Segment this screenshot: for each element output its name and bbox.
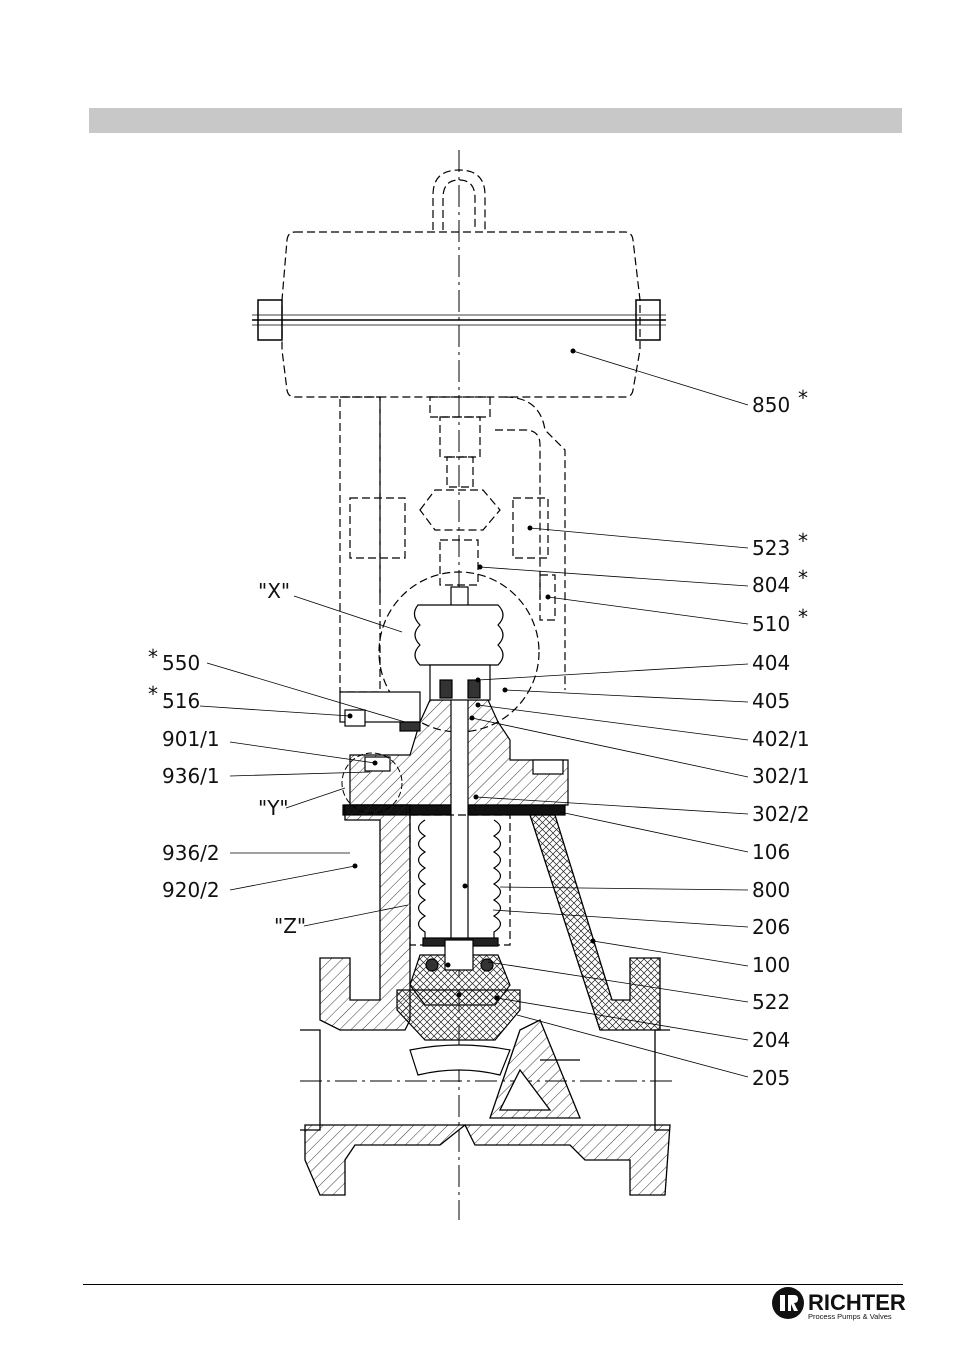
label-936-2: 936/2 [162, 841, 220, 865]
star-523: * [798, 529, 808, 553]
label-523: 523 [752, 536, 790, 560]
label-100: 100 [752, 953, 790, 977]
logo-tagline: Process Pumps & Valves [808, 1312, 892, 1321]
label-x: "X" [258, 579, 290, 603]
label-205: 205 [752, 1066, 790, 1090]
label-804: 804 [752, 573, 790, 597]
label-936-1: 936/1 [162, 764, 220, 788]
star-850: * [798, 386, 808, 410]
richter-logo: RICHTER Process Pumps & Valves [770, 1286, 910, 1336]
label-510: 510 [752, 612, 790, 636]
label-800: 800 [752, 878, 790, 902]
star-510: * [798, 605, 808, 629]
label-106: 106 [752, 840, 790, 864]
label-302-2: 302/2 [752, 802, 810, 826]
label-550: 550 [162, 651, 200, 675]
footer-rule [83, 1284, 903, 1285]
label-204: 204 [752, 1028, 790, 1052]
label-920-2: 920/2 [162, 878, 220, 902]
label-405: 405 [752, 689, 790, 713]
label-516: 516 [162, 689, 200, 713]
star-516: * [148, 682, 158, 706]
label-404: 404 [752, 651, 790, 675]
label-850: 850 [752, 393, 790, 417]
plug [397, 940, 520, 1075]
star-804: * [798, 566, 808, 590]
label-901-1: 901/1 [162, 727, 220, 751]
label-206: 206 [752, 915, 790, 939]
label-y: "Y" [258, 796, 289, 820]
label-402-1: 402/1 [752, 727, 810, 751]
label-522: 522 [752, 990, 790, 1014]
label-z: "Z" [274, 914, 306, 938]
star-550: * [148, 645, 158, 669]
label-302-1: 302/1 [752, 764, 810, 788]
